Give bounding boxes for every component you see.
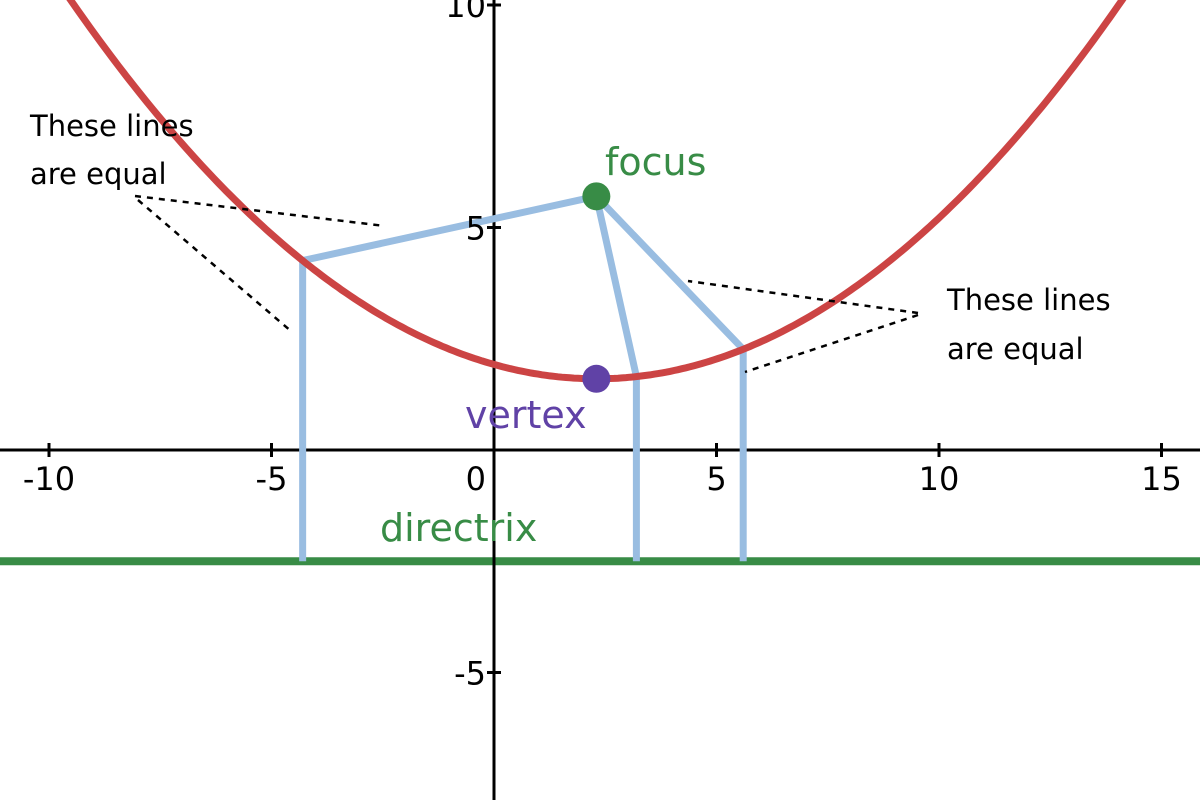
x-tick-label: 0 [466, 460, 486, 498]
left-pointer-lower [137, 199, 293, 333]
left-note-line2: are equal [30, 157, 167, 191]
vertex-point [582, 364, 611, 393]
left-note-line1: These lines [29, 109, 194, 143]
y-tick-marks [487, 3, 501, 674]
y-tick-labels: 10 5 -5 [445, 0, 486, 693]
right-note-line1: These lines [946, 283, 1111, 317]
x-tick-label: 15 [1141, 460, 1182, 498]
x-tick-labels: -10 -5 0 5 10 15 [23, 460, 1182, 498]
focus-point [582, 182, 611, 211]
x-tick-marks [47, 443, 1163, 457]
pointer-lines [134, 194, 919, 374]
y-tick-label: -5 [454, 655, 486, 693]
x-tick-label: 5 [706, 460, 726, 498]
right-pointer-upper [687, 279, 919, 315]
directrix-label: directrix [380, 506, 537, 550]
x-tick-label: -10 [23, 460, 75, 498]
y-tick-label: 10 [445, 0, 486, 25]
vertex-label: vertex [465, 393, 587, 437]
x-tick-label: 10 [919, 460, 960, 498]
left-pointer-upper [134, 194, 386, 228]
y-tick-label: 5 [466, 210, 486, 248]
right-pointer-lower [744, 313, 919, 374]
right-note-line2: are equal [947, 332, 1084, 366]
focus-label: focus [605, 140, 706, 184]
x-tick-label: -5 [256, 460, 288, 498]
